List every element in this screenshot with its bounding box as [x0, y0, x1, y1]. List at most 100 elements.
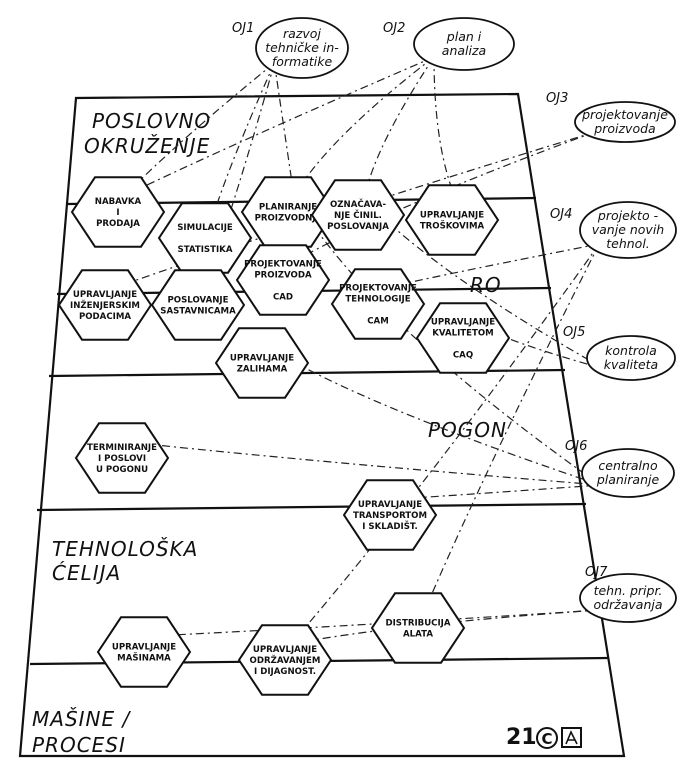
module-inzenjerski-label-line2: INŽENJERSKIM [70, 299, 140, 311]
unit-oj7-code: OJ7 [585, 565, 608, 580]
module-planiranje-label-line2: PROIZVODNJE [255, 214, 322, 224]
module-zalihe-hexagon [214, 327, 310, 399]
module-troskovi-label-line2: TROŠKOVIMA [420, 220, 485, 232]
module-alati-label-line1: DISTRIBUCIJA [385, 619, 450, 629]
unit-oj6-label-line2: planiranje [596, 472, 660, 487]
unit-oj1-label-line1: razvoj [283, 26, 321, 41]
unit-oj4-label-line3: tehnol. [606, 236, 650, 251]
band-line-4 [36, 502, 587, 512]
module-transport-hexagon [342, 479, 438, 551]
level-ro: RO [470, 273, 502, 297]
module-terminiranje-label-line2: I POSLOVI [98, 454, 146, 464]
module-projektovanje_tehnologije-label-line4: CAM [367, 317, 389, 327]
link-oj4-odrzavanje [290, 243, 600, 645]
module-sastavnice-label-line2: SASTAVNICAMA [160, 307, 236, 317]
unit-oj4-code: OJ4 [550, 207, 572, 222]
module-nabavka-label-line2: I [116, 208, 119, 218]
mark-symbol: C [541, 730, 552, 748]
module-oznacavanje-label-line1: OZNAČAVA- [330, 198, 386, 210]
module-zalihe-label-line2: ZALIHAMA [237, 365, 288, 375]
unit-oj5-code: OJ5 [563, 325, 585, 340]
unit-oj5-bubble [586, 335, 676, 381]
module-odrzavanje-label-line1: UPRAVLJANJE [253, 645, 317, 655]
module-terminiranje-label-line1: TERMINIRANJE [87, 443, 157, 453]
link-oj1-sastavnice [203, 62, 275, 290]
module-oznacavanje: OZNAČAVA-NJE ČINIL.POSLOVANJA [310, 179, 406, 251]
module-projektovanje_proizvoda-label-line2: PROIZVODA [254, 271, 312, 281]
module-terminiranje-label-line3: U POGONU [96, 465, 148, 475]
unit-oj6-label-line1: centralno [598, 458, 658, 473]
unit-oj1-label-line2: tehničke in- [265, 40, 339, 55]
link-oj6-transport [395, 484, 601, 500]
level-business-environment-line1: POSLOVNO [92, 109, 211, 133]
link-oj6-zalihe [267, 346, 601, 486]
module-planiranje-label-line1: PLANIRANJE [259, 203, 317, 213]
level-machines: MAŠINE / PROCESI [32, 707, 131, 757]
unit-oj3-bubble [574, 101, 676, 143]
link-oj2-nabavka [123, 56, 435, 197]
module-transport-label-line1: UPRAVLJANJE [358, 500, 422, 510]
module-projektovanje_proizvoda-hexagon [235, 244, 331, 316]
unit-oj7-label-line1: tehn. pripr. [594, 583, 663, 598]
level-plant: POGON [428, 418, 507, 442]
unit-oj2-bubble [413, 17, 515, 71]
module-terminiranje-hexagon [74, 422, 170, 494]
level-technology-cell-line2: ĆELIJA [52, 561, 121, 585]
unit-oj1-bubble [255, 17, 349, 79]
link-oj2-oznacavanje [363, 56, 435, 200]
module-masine-label-line2: MAŠINAMA [117, 652, 171, 664]
module-troskovi-hexagon [404, 184, 500, 256]
module-zalihe-label-line1: UPRAVLJANJE [230, 354, 294, 364]
module-oznacavanje-label-line2: NJE ČINIL. [334, 209, 382, 221]
module-odrzavanje-label-line3: I DIJAGNOST. [254, 667, 316, 677]
module-nabavka-label-line3: PRODAJA [96, 219, 140, 229]
module-oznacavanje-hexagon [310, 179, 406, 251]
module-sastavnice-label-line1: POSLOVANJE [167, 296, 228, 306]
module-nabavka-label-line1: NABAVKA [95, 197, 142, 207]
level-machines-line1: MAŠINE / [32, 707, 131, 731]
module-nabavka-hexagon [70, 176, 166, 248]
unit-oj4-label-line2: vanje novih [592, 222, 665, 237]
unit-oj5-label-line1: kontrola [605, 343, 657, 358]
unit-oj2-code: OJ2 [383, 21, 405, 36]
link-oj1-planiranje [273, 62, 295, 197]
module-kvalitet-hexagon [415, 302, 511, 374]
unit-oj4-label-line1: projekto - [597, 208, 659, 223]
link-oj2-planiranje [293, 56, 435, 197]
unit-oj1-label-line3: formatike [272, 54, 333, 69]
module-masine-label-line1: UPRAVLJANJE [112, 643, 176, 653]
module-simulacije-label-line1: SIMULACIJE [177, 223, 233, 233]
unit-oj3-label-line1: projektovanje [581, 107, 668, 122]
mark-box-icon [561, 727, 582, 748]
module-simulacije: SIMULACIJE STATISTIKA [157, 202, 253, 274]
module-alati-hexagon [370, 592, 466, 664]
link-oj3-inzenjerski [110, 131, 596, 290]
module-transport-label-line3: I SKLADIŠT. [362, 520, 418, 532]
module-sastavnice-hexagon [150, 269, 246, 341]
module-troskovi-label-line1: UPRAVLJANJE [420, 211, 484, 221]
module-alati-label-line2: ALATA [403, 630, 433, 640]
link-oj2-troskovi [433, 56, 459, 205]
unit-oj2-label-line1: plan i [446, 29, 482, 44]
unit-oj3-label-line2: proizvoda [593, 121, 655, 136]
module-planiranje-hexagon [240, 176, 336, 248]
module-simulacije-label-line3: STATISTIKA [178, 245, 233, 255]
module-masine-hexagon [96, 616, 192, 688]
